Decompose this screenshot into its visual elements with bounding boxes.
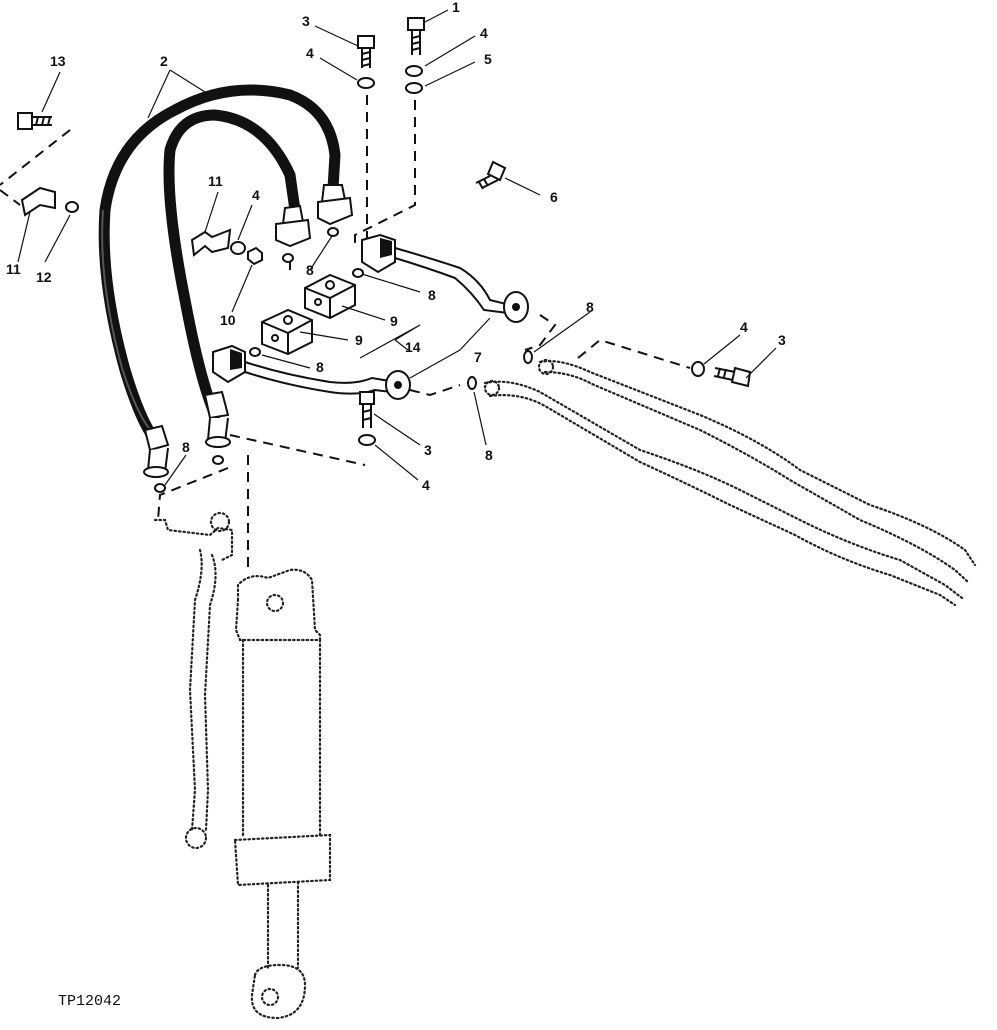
callout-8: 8 bbox=[316, 359, 324, 375]
callout-8: 8 bbox=[586, 299, 594, 315]
hose-clip-icon bbox=[20, 186, 56, 217]
leader-lines bbox=[17, 9, 777, 486]
bolt-icon bbox=[17, 112, 52, 130]
washer-icon bbox=[405, 65, 423, 77]
o-ring-icon bbox=[467, 376, 477, 390]
o-ring-icon bbox=[327, 227, 339, 237]
callout-4: 4 bbox=[740, 319, 748, 335]
hydraulic-hoses bbox=[98, 84, 354, 478]
washer-icon bbox=[357, 77, 375, 89]
callout-10: 10 bbox=[220, 312, 236, 328]
manifold-block bbox=[261, 308, 313, 356]
bolt-icon bbox=[357, 35, 375, 68]
callout-8: 8 bbox=[428, 287, 436, 303]
callout-13: 13 bbox=[50, 53, 66, 69]
bolt-icon bbox=[475, 160, 507, 190]
hose-end-fitting bbox=[143, 424, 170, 452]
callout-8: 8 bbox=[182, 439, 190, 455]
callout-12: 12 bbox=[36, 269, 52, 285]
long-tubes-ghost bbox=[483, 358, 977, 607]
callout-4: 4 bbox=[422, 477, 430, 493]
assembly-dashed-lines bbox=[0, 95, 691, 570]
bolt-icon bbox=[407, 17, 425, 55]
ghost-components bbox=[153, 358, 977, 1020]
hardware-parts bbox=[17, 17, 752, 493]
bolt-icon bbox=[713, 366, 752, 388]
nut-icon bbox=[247, 246, 263, 266]
callout-4: 4 bbox=[306, 45, 314, 61]
callout-labels: 1 2 3 3 3 4 4 4 4 4 5 6 7 8 8 8 8 8 8 9 … bbox=[6, 0, 786, 493]
callout-11: 11 bbox=[6, 261, 21, 277]
hydraulic-cylinder-ghost bbox=[233, 568, 332, 1020]
hose-clip-icon bbox=[190, 228, 232, 257]
callout-9: 9 bbox=[390, 313, 398, 329]
washer-icon bbox=[691, 361, 705, 377]
washer-icon bbox=[405, 82, 423, 94]
callout-8: 8 bbox=[306, 262, 314, 278]
callout-1: 1 bbox=[452, 0, 460, 15]
callout-4: 4 bbox=[480, 25, 488, 41]
bolt-icon bbox=[359, 391, 375, 428]
callout-11: 11 bbox=[208, 173, 223, 189]
callout-5: 5 bbox=[484, 51, 492, 67]
washer-icon bbox=[230, 241, 246, 255]
hose-end-fitting bbox=[203, 390, 230, 420]
steel-tube-lower bbox=[212, 344, 411, 400]
washer-icon bbox=[358, 434, 376, 446]
callout-2: 2 bbox=[160, 53, 168, 69]
callout-6: 6 bbox=[550, 189, 558, 205]
figure-id: TP12042 bbox=[58, 993, 121, 1010]
callout-3: 3 bbox=[778, 332, 786, 348]
o-ring-icon bbox=[154, 483, 166, 493]
manifold-block bbox=[304, 273, 356, 320]
o-ring-icon bbox=[523, 350, 533, 364]
o-ring-icon bbox=[212, 455, 224, 465]
washer-icon bbox=[65, 201, 79, 213]
o-ring-icon bbox=[249, 347, 261, 357]
callout-3: 3 bbox=[302, 13, 310, 29]
callout-8: 8 bbox=[485, 447, 493, 463]
o-ring-icon bbox=[282, 253, 294, 263]
steel-tube-upper bbox=[361, 233, 529, 323]
callout-3: 3 bbox=[424, 442, 432, 458]
callout-14: 14 bbox=[405, 339, 421, 355]
callout-4: 4 bbox=[252, 187, 260, 203]
callout-9: 9 bbox=[355, 332, 363, 348]
callout-7: 7 bbox=[474, 349, 482, 365]
cylinder-tube-ghost bbox=[153, 511, 234, 850]
o-ring-icon bbox=[352, 268, 364, 278]
